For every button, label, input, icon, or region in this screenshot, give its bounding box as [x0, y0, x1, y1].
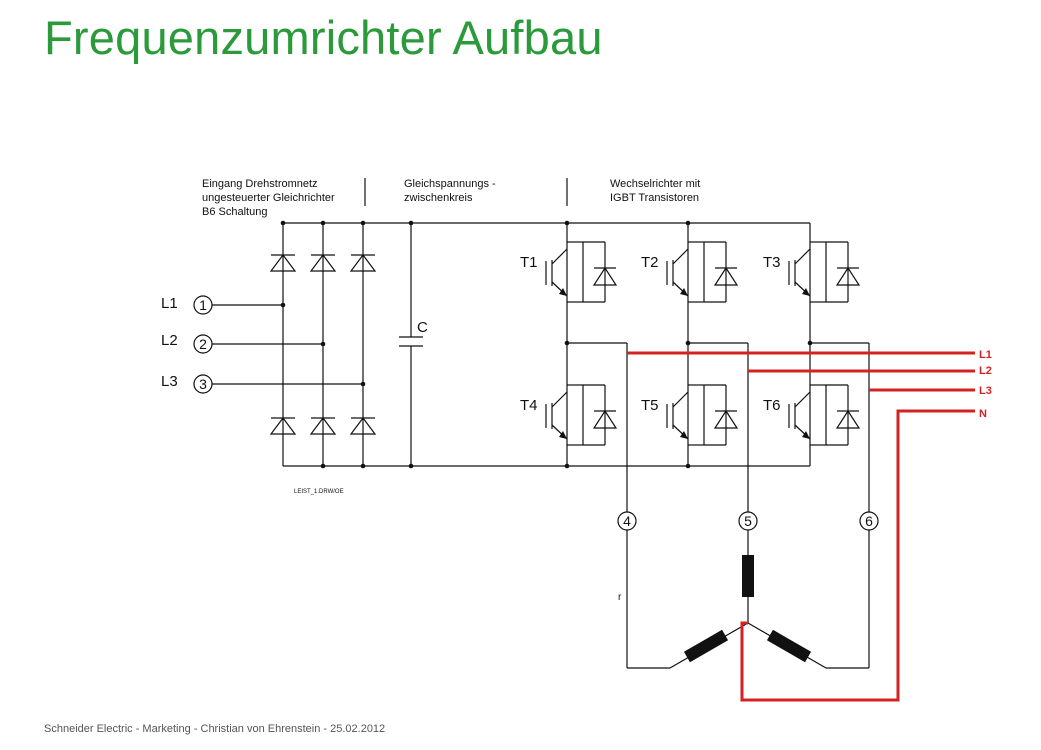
- svg-text:N: N: [979, 408, 987, 420]
- output-line-n: N: [740, 408, 987, 702]
- svg-text:6: 6: [865, 513, 873, 529]
- svg-text:L3: L3: [979, 385, 992, 397]
- svg-text:L1: L1: [161, 295, 178, 312]
- input-phase-l3: L3 3: [161, 373, 366, 394]
- freewheel-diode-icon: [592, 409, 618, 429]
- igbt-t1: T1: [520, 241, 618, 303]
- diode-icon: [349, 417, 377, 435]
- freewheel-diode-icon: [835, 409, 861, 429]
- svg-text:L1: L1: [979, 349, 992, 361]
- input-phase-l2: L2 2: [161, 332, 326, 354]
- output-line-l3: L3: [869, 385, 992, 397]
- diode-icon: [349, 254, 377, 272]
- svg-text:Gleichspannungs -: Gleichspannungs -: [404, 178, 496, 190]
- svg-text:B6 Schaltung: B6 Schaltung: [202, 206, 267, 218]
- freewheel-diode-icon: [835, 266, 861, 286]
- output-terminal-4: 4: [617, 511, 637, 531]
- winding-coil-icon: [742, 555, 754, 597]
- igbt-t6: T6: [763, 384, 861, 446]
- output-terminal-6: 6: [859, 511, 879, 531]
- svg-text:4: 4: [623, 513, 631, 529]
- capacitor-label: C: [417, 319, 428, 336]
- output-terminal-5: 5: [738, 511, 758, 531]
- svg-text:L2: L2: [979, 365, 992, 377]
- winding-coil-icon: [766, 629, 812, 663]
- svg-text:3: 3: [199, 376, 207, 392]
- igbt-t2: T2: [641, 241, 739, 303]
- svg-text:L3: L3: [161, 373, 178, 390]
- svg-text:ungesteuerter Gleichrichter: ungesteuerter Gleichrichter: [202, 192, 335, 204]
- svg-text:Eingang Drehstromnetz: Eingang Drehstromnetz: [202, 178, 318, 190]
- svg-text:5: 5: [744, 513, 752, 529]
- svg-text:T2: T2: [641, 254, 659, 271]
- slide-title: Frequenzumrichter Aufbau: [44, 11, 603, 64]
- output-line-l1: L1: [627, 349, 992, 361]
- igbt-t3: T3: [763, 241, 861, 303]
- input-phase-l1: L1 1: [161, 295, 286, 315]
- igbt-t4: T4: [520, 384, 618, 446]
- diode-icon: [269, 254, 297, 272]
- freewheel-diode-icon: [713, 266, 739, 286]
- section-label-rectifier: Eingang Drehstromnetz ungesteuerter Glei…: [202, 178, 335, 218]
- diode-icon: [269, 417, 297, 435]
- motor-star-winding: r: [618, 530, 870, 669]
- drawing-reference: LEIST_1.DRW/OE: [294, 489, 344, 495]
- output-line-l2: L2: [748, 365, 992, 377]
- stray-mark: r: [618, 592, 622, 603]
- svg-text:2: 2: [199, 336, 207, 352]
- svg-text:T5: T5: [641, 397, 659, 414]
- winding-coil-icon: [683, 629, 729, 663]
- slide-footer: Schneider Electric - Marketing - Christi…: [44, 723, 386, 735]
- igbt-t5: T5: [641, 384, 739, 446]
- diode-icon: [309, 417, 337, 435]
- svg-text:T6: T6: [763, 397, 781, 414]
- svg-text:1: 1: [199, 297, 207, 313]
- inverter-leg-2: [685, 220, 691, 469]
- svg-text:T1: T1: [520, 254, 538, 271]
- inverter-leg-1: [564, 220, 570, 469]
- inverter-leg-3: [807, 223, 813, 466]
- section-label-dc-link: Gleichspannungs - zwischenkreis: [404, 178, 496, 204]
- freewheel-diode-icon: [713, 409, 739, 429]
- svg-text:T3: T3: [763, 254, 781, 271]
- freewheel-diode-icon: [592, 266, 618, 286]
- svg-text:T4: T4: [520, 397, 538, 414]
- section-label-inverter: Wechselrichter mit IGBT Transistoren: [610, 178, 700, 204]
- svg-text:L2: L2: [161, 332, 178, 349]
- svg-text:zwischenkreis: zwischenkreis: [404, 192, 473, 204]
- dc-link-capacitor: C: [399, 220, 428, 469]
- svg-text:IGBT Transistoren: IGBT Transistoren: [610, 192, 699, 204]
- svg-text:Wechselrichter mit: Wechselrichter mit: [610, 178, 700, 190]
- diode-icon: [309, 254, 337, 272]
